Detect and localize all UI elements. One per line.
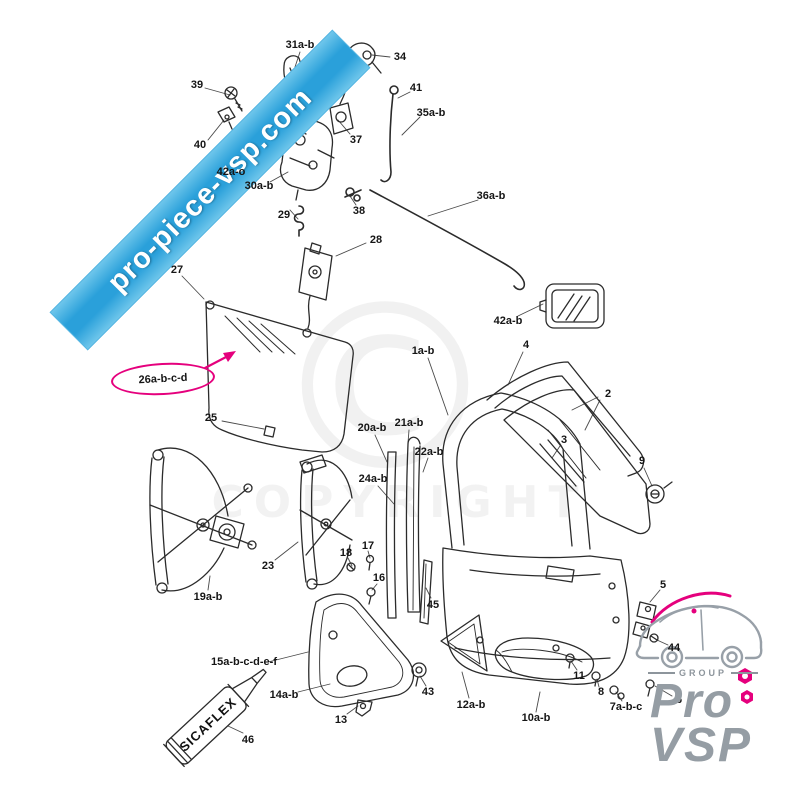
logo-pro-text: Pro [650,675,734,728]
small-lower-parts [355,614,488,717]
part-label-27: 27 [170,264,184,276]
lock-actuator [298,242,333,338]
part-label-5: 5 [659,579,667,591]
regulator-center [299,454,353,590]
part-label-30a-b: 30a-b [244,180,274,192]
part-label-25: 25 [204,412,218,424]
part-label-41: 41 [409,82,423,94]
window-glass-large [205,300,354,453]
part-label-38: 38 [352,205,366,217]
lock-cylinder [645,481,673,504]
part-label-9: 9 [638,455,646,467]
part-label-8: 8 [597,686,605,698]
part-label-6: 6 [675,694,683,706]
part-label-42a-b: 42a-b [493,315,523,327]
copyright-symbol-watermark: © [270,256,500,523]
part-label-12a-b: 12a-b [456,699,486,711]
part-label-20a-b: 20a-b [357,422,387,434]
copyright-watermark: © COPYRIGHT [211,256,588,528]
part-label-14a-b: 14a-b [269,689,299,701]
screw-parts-39-40 [217,86,243,130]
logo-group-row: GROUP [648,668,759,678]
part-label-34: 34 [393,51,407,63]
part-label-16: 16 [372,572,386,584]
part-label-17: 17 [361,540,375,552]
part-label-44: 44 [667,642,681,654]
part-label-42a-o: 42a-o [216,166,246,178]
logo-vsp-text: VSP [650,719,753,772]
part-label-31a-b: 31a-b [285,39,315,51]
part-label-22a-b: 22a-b [414,446,444,458]
provsp-logo: GROUP Pro VSP [630,578,790,778]
part-label-15a-f: 15a-b-c-d-e-f [210,656,278,668]
logo-group-label: GROUP [679,668,728,678]
part-label-23: 23 [261,560,275,572]
part-label-19a-b: 19a-b [193,591,223,603]
armrest [494,637,595,681]
part-label-2: 2 [604,388,612,400]
interior-trim-panel [308,593,415,708]
part-label-29: 29 [277,209,291,221]
lamp-bracket [539,283,605,329]
copyright-text-watermark: COPYRIGHT [211,477,588,528]
door-shell [442,392,630,685]
part-label-24a-b: 24a-b [358,473,388,485]
door-glass-and-frame [486,361,651,535]
part-label-35a-b: 35a-b [416,107,446,119]
part-label-3: 3 [560,434,568,446]
part-label-4: 4 [522,339,530,351]
part-label-13: 13 [334,714,348,726]
highlight-arrow [203,351,236,370]
part-label-43: 43 [421,686,435,698]
part-label-28: 28 [369,234,383,246]
part-label-45: 45 [426,599,440,611]
part-label-18: 18 [339,547,353,559]
sealant-tube: SICAFLEX [163,668,267,768]
part-label-21a-b: 21a-b [394,417,424,429]
part-label-10a-b: 10a-b [521,712,551,724]
part-label-1a-b: 1a-b [411,345,435,357]
highlighted-part-label: 26a-b-c-d [138,371,188,387]
part-label-40: 40 [193,139,207,151]
part-label-37: 37 [349,134,363,146]
part-label-7a-b-c: 7a-b-c [609,701,643,713]
part-label-11: 11 [573,670,585,682]
clips [346,554,376,605]
linkage-rods [293,85,526,291]
logo-car [635,591,763,704]
glass-channels [385,436,433,625]
part-label-46: 46 [241,734,255,746]
logo-dash-right [731,672,759,674]
logo-dash-left [648,672,675,674]
part-label-36a-b: 36a-b [476,190,506,202]
regulator-left [149,447,257,594]
part-label-39: 39 [190,79,204,91]
